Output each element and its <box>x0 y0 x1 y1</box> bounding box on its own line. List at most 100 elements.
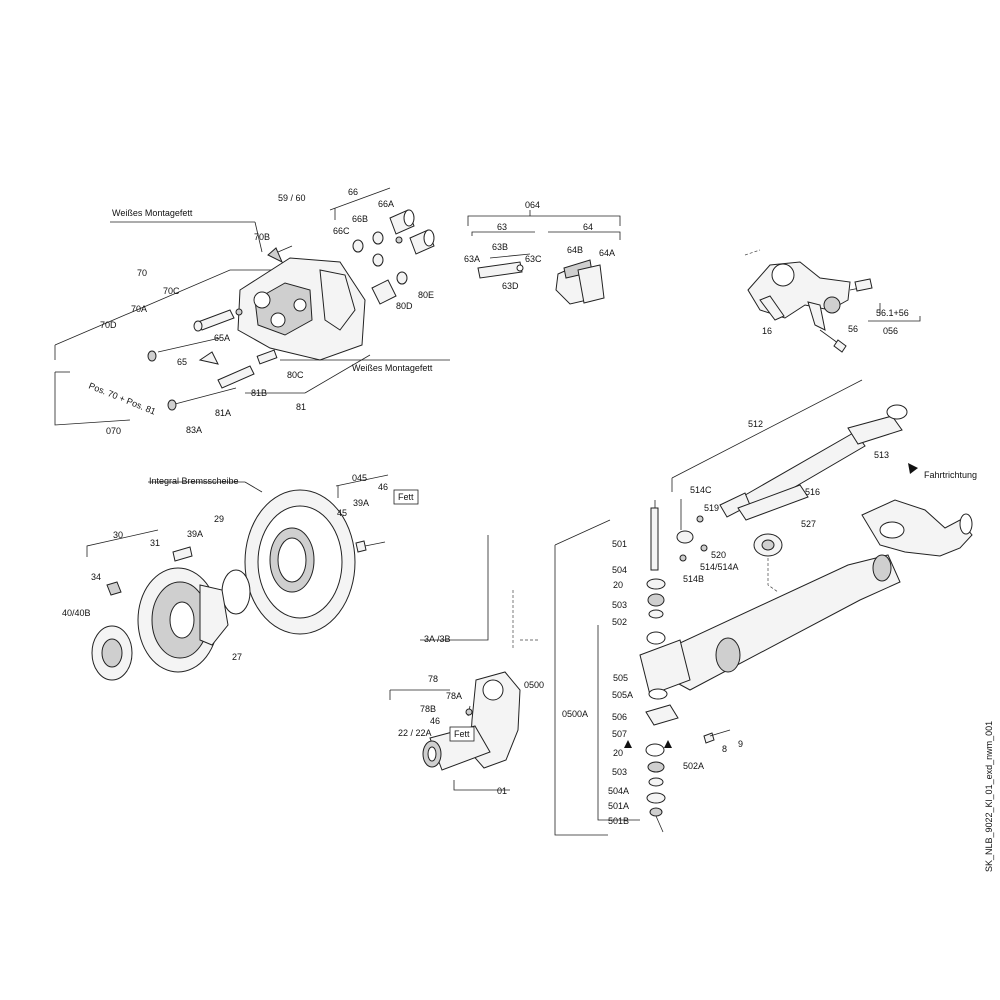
label-519: 519 <box>704 503 719 513</box>
note-fahrtrichtung: Fahrtrichtung <box>924 470 977 480</box>
label-505: 505 <box>613 673 628 683</box>
label-63D: 63D <box>502 281 519 291</box>
king-pin-group: 501 504 20 503 502 0500 505 505A 0500A 5… <box>524 500 743 836</box>
label-514B: 514B <box>683 574 704 584</box>
label-70: 70 <box>137 268 147 278</box>
tie-rod-end-514 <box>676 530 694 544</box>
label-81B: 81B <box>251 388 267 398</box>
bushing-20 <box>647 593 665 607</box>
spring-clip-63A <box>477 261 523 279</box>
label-56: 56 <box>848 324 858 334</box>
note-integral-bremsscheibe: Integral Bremsscheibe <box>149 476 239 486</box>
label-503: 503 <box>612 600 627 610</box>
label-65: 65 <box>177 357 187 367</box>
label-513: 513 <box>874 450 889 460</box>
label-504A: 504A <box>608 786 629 796</box>
label-501: 501 <box>612 539 627 549</box>
brake-pads-group: 064 63 64 63B 63A 63C 63D 64B 64A <box>464 200 621 305</box>
bolt-56-1 <box>854 278 873 292</box>
label-46-stub: 46 <box>430 716 440 726</box>
label-20: 20 <box>613 580 623 590</box>
label-507: 507 <box>612 729 627 739</box>
boot-80D <box>371 279 397 305</box>
label-0500A: 0500A <box>562 709 588 719</box>
label-516: 516 <box>805 487 820 497</box>
label-22-22A: 22 / 22A <box>398 728 432 738</box>
bolt-31 <box>172 546 193 562</box>
bolt-45 <box>355 540 367 553</box>
label-39A-top: 39A <box>353 498 369 508</box>
seal-66C <box>352 239 364 253</box>
label-63C: 63C <box>525 254 542 264</box>
label-34: 34 <box>91 572 101 582</box>
label-514C: 514C <box>690 485 712 495</box>
label-512: 512 <box>748 419 763 429</box>
label-070: 070 <box>106 426 121 436</box>
label-63A: 63A <box>464 254 480 264</box>
seal-503 <box>648 609 664 619</box>
label-81: 81 <box>296 402 306 412</box>
label-501A: 501A <box>608 801 629 811</box>
cap-80E <box>396 271 408 285</box>
pad-64A <box>577 264 605 304</box>
seal-66B <box>372 231 384 245</box>
cap-65 <box>198 351 219 365</box>
label-45: 45 <box>337 508 347 518</box>
cap-501A <box>649 807 663 817</box>
label-39A: 39A <box>187 529 203 539</box>
label-503-lower: 503 <box>612 767 627 777</box>
label-502: 502 <box>612 617 627 627</box>
label-514-514A: 514/514A <box>700 562 739 572</box>
label-81A: 81A <box>215 408 231 418</box>
bushing-70D <box>147 350 157 362</box>
label-520: 520 <box>711 550 726 560</box>
guide-pin-70C <box>197 309 235 331</box>
label-527: 527 <box>801 519 816 529</box>
label-66B: 66B <box>352 214 368 224</box>
label-66: 66 <box>348 187 358 197</box>
label-66C: 66C <box>333 226 350 236</box>
label-78A: 78A <box>446 691 462 701</box>
note-fett-46: Fett <box>454 729 470 739</box>
bearing-504 <box>646 578 666 590</box>
label-80E: 80E <box>418 290 434 300</box>
bolt-8 <box>703 732 715 744</box>
stub-axle-group: Fett 3A /3B 78 78A 78B 46 22 / 22A 01 <box>389 535 540 796</box>
note-weisses-montagefett-top: Weißes Montagefett <box>112 208 193 218</box>
note-fett-45: Fett <box>398 492 414 502</box>
label-056: 056 <box>883 326 898 336</box>
washer-505A <box>648 688 668 700</box>
label-505A: 505A <box>612 690 633 700</box>
bearing-504A <box>646 792 666 804</box>
label-27: 27 <box>232 652 242 662</box>
note-pos-70-81: Pos. 70 + Pos. 81 <box>87 381 157 417</box>
label-20-lower: 20 <box>613 748 623 758</box>
direction-arrow-icon <box>908 463 918 474</box>
clamp-516 <box>737 484 809 521</box>
label-8: 8 <box>722 744 727 754</box>
label-80C: 80C <box>287 370 304 380</box>
label-56-1-56: 56.1+56 <box>876 308 909 318</box>
drawing-id: SK_NLB_9022_Kl_01_exd_nwm_001 <box>984 721 994 872</box>
label-46-hub: 46 <box>378 482 388 492</box>
label-9: 9 <box>738 739 743 749</box>
label-16: 16 <box>762 326 772 336</box>
knuckle-right <box>861 499 973 557</box>
label-65A: 65A <box>214 333 230 343</box>
label-29: 29 <box>214 514 224 524</box>
label-80D: 80D <box>396 301 413 311</box>
label-63B: 63B <box>492 242 508 252</box>
note-weisses-montagefett-bottom: Weißes Montagefett <box>352 363 433 373</box>
label-64B: 64B <box>567 245 583 255</box>
nut-520 <box>700 544 708 552</box>
cover-506 <box>645 704 679 726</box>
label-70A: 70A <box>131 304 147 314</box>
label-66A: 66A <box>378 199 394 209</box>
label-506: 506 <box>612 712 627 722</box>
nut-34 <box>106 581 122 596</box>
label-064: 064 <box>525 200 540 210</box>
knuckle-group: 16 56 56.1+56 056 <box>744 249 921 353</box>
label-78: 78 <box>428 674 438 684</box>
label-63: 63 <box>497 222 507 232</box>
label-31: 31 <box>150 538 160 548</box>
